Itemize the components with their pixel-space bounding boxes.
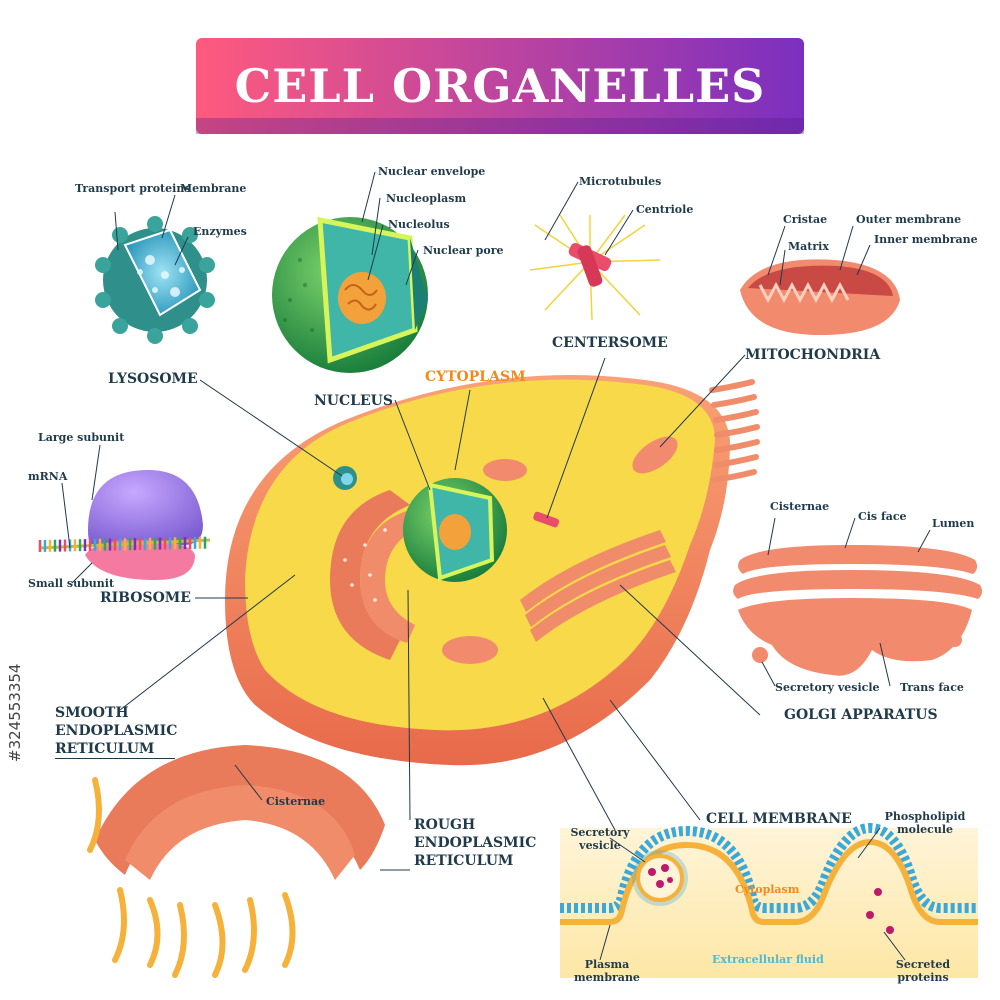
membrane-secretory-vesicle-label: Secretory vesicle bbox=[570, 826, 630, 852]
smooth-er-cisternae-label: Cisternae bbox=[266, 795, 326, 808]
secreted-proteins-label: Secreted proteins bbox=[895, 958, 951, 984]
rough-er-title: ROUGH ENDOPLASMIC RETICULUM bbox=[414, 817, 537, 869]
stock-id-watermark: #324553354 bbox=[6, 663, 24, 762]
golgi-title: GOLGI APPARATUS bbox=[784, 707, 938, 723]
lysosome-membrane-label: Membrane bbox=[180, 182, 247, 195]
golgi-in-cell bbox=[520, 530, 676, 642]
mitochondria-illustration bbox=[740, 259, 900, 335]
centersome-title: CENTERSOME bbox=[552, 335, 668, 351]
phospholipid-molecule-label: Phospholipid molecule bbox=[884, 810, 966, 836]
rough-er-shape bbox=[330, 490, 425, 660]
plasma-membrane-label: Plasma membrane bbox=[574, 958, 640, 984]
lysosome-transport-proteins-label: Transport proteins bbox=[75, 182, 191, 195]
ribosome-illustration bbox=[38, 470, 211, 580]
lysosome-title: LYSOSOME bbox=[108, 371, 198, 387]
matrix-label: Matrix bbox=[788, 240, 829, 253]
mitochondria-title: MITOCHONDRIA bbox=[745, 347, 881, 363]
cytoplasm-title: CYTOPLASM bbox=[425, 369, 526, 385]
main-cell-illustration bbox=[225, 375, 760, 766]
golgi-secretory-vesicle-label: Secretory vesicle bbox=[775, 681, 880, 694]
small-subunit-label: Small subunit bbox=[28, 577, 115, 590]
page-title: CELL ORGANELLES bbox=[234, 59, 766, 113]
golgi-illustration bbox=[733, 545, 983, 676]
outer-membrane-label: Outer membrane bbox=[856, 213, 962, 226]
cis-face-label: Cis face bbox=[858, 510, 907, 523]
nuclear-envelope-label: Nuclear envelope bbox=[378, 165, 486, 178]
nuclear-pore-label: Nuclear pore bbox=[423, 244, 504, 257]
mrna-label: mRNA bbox=[28, 470, 68, 483]
lumen-label: Lumen bbox=[932, 517, 975, 530]
golgi-cisternae-label: Cisternae bbox=[770, 500, 830, 513]
cell-membrane-title: CELL MEMBRANE bbox=[706, 811, 852, 827]
membrane-panel bbox=[560, 822, 978, 978]
cristae-label: Cristae bbox=[783, 213, 828, 226]
title-banner bbox=[196, 38, 804, 134]
membrane-cytoplasm-label: Cytoplasm bbox=[735, 883, 800, 896]
smooth-er-title: SMOOTH ENDOPLASMIC RETICULUM bbox=[55, 705, 178, 759]
lysosome-enzymes-label: Enzymes bbox=[193, 225, 247, 238]
nucleus-illustration bbox=[272, 216, 428, 373]
nucleolus-label: Nucleolus bbox=[388, 218, 450, 231]
centriole-label: Centriole bbox=[636, 203, 694, 216]
large-subunit-label: Large subunit bbox=[38, 431, 125, 444]
nucleoplasm-label: Nucleoplasm bbox=[386, 192, 467, 205]
lysosome-illustration bbox=[95, 216, 215, 344]
microtubules-label: Microtubules bbox=[579, 175, 662, 188]
leader-lines bbox=[61, 171, 931, 961]
trans-face-label: Trans face bbox=[900, 681, 964, 694]
nucleus-title: NUCLEUS bbox=[314, 393, 393, 409]
ribosome-title: RIBOSOME bbox=[100, 590, 191, 606]
smooth-er-illustration bbox=[87, 745, 385, 978]
inner-membrane-label: Inner membrane bbox=[874, 233, 978, 246]
extracellular-fluid-label: Extracellular fluid bbox=[712, 953, 824, 966]
centriole-shape bbox=[568, 243, 612, 287]
